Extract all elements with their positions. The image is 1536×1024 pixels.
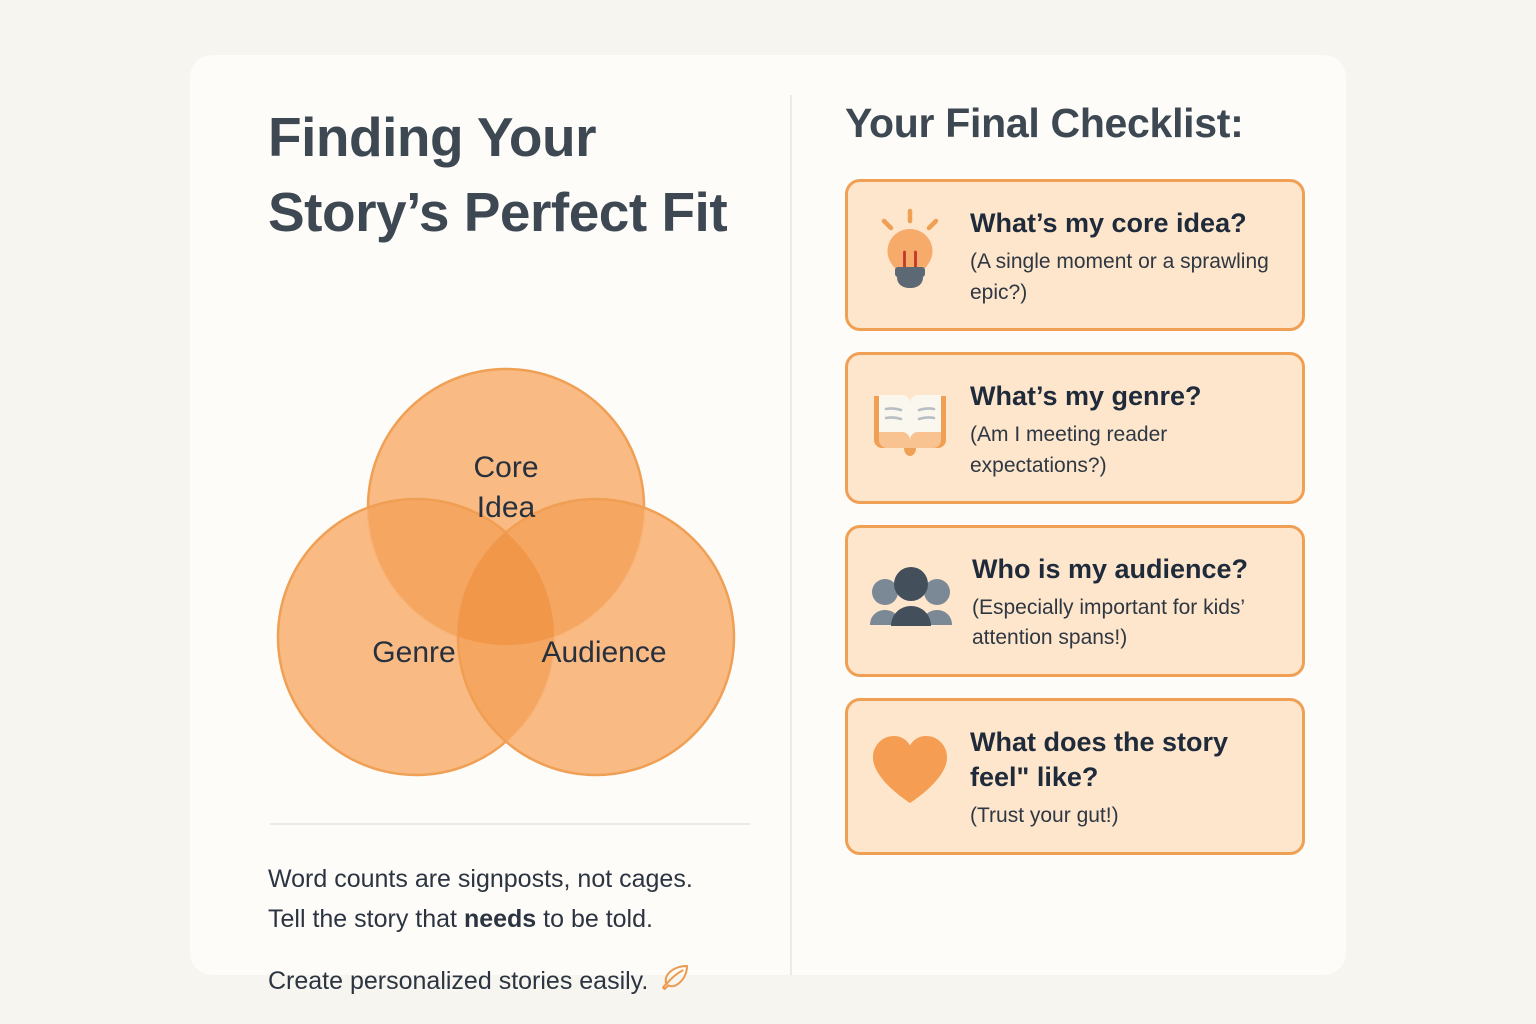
venn-label-core-idea-line2: Idea — [477, 491, 536, 524]
card-text: What’s my core idea? (A single moment or… — [970, 202, 1280, 308]
card-text: Who is my audience? (Especially importan… — [972, 548, 1280, 654]
open-book-icon — [868, 375, 952, 467]
blurb-line-2-part1: Tell the story that — [268, 904, 464, 933]
blurb-cta: Create personalized stories easily. — [268, 961, 788, 1002]
blurb-line-2: Tell the story that needs to be told. — [268, 900, 788, 940]
blurb-line-2-emphasis: needs — [463, 904, 537, 933]
checklist-card-feel[interactable]: What does the story feel" like? (Trust y… — [845, 697, 1305, 855]
card-heading: What’s my genre? — [970, 380, 1202, 411]
venn-diagram: Core Idea Genre Audience — [266, 362, 746, 782]
venn-label-audience: Audience — [541, 636, 666, 669]
blurb-cta-label: Create personalized stories easily. — [268, 967, 649, 995]
blurb-line-1: Word counts are signposts, not cages. — [268, 865, 693, 893]
venn-label-core-idea-line1: Core — [473, 451, 538, 484]
blurb-line-2-part2: to be told. — [536, 904, 653, 933]
venn-overlap-genre-audience — [458, 499, 554, 775]
card-text: What does the story feel" like? (Trust y… — [970, 721, 1280, 832]
heart-icon — [868, 721, 952, 813]
people-group-icon — [868, 548, 954, 640]
card-heading: Who is my audience? — [972, 553, 1249, 584]
card-subtext: (Especially important for kids’ attentio… — [972, 596, 1245, 650]
checklist-card-genre[interactable]: What’s my genre? (Am I meeting reader ex… — [845, 351, 1305, 504]
checklist-title: Your Final Checklist: — [845, 100, 1244, 146]
card-heading: What does the story feel" like? — [970, 726, 1229, 792]
column-divider — [790, 95, 792, 975]
card-subtext: (Am I meeting reader expectations?) — [970, 423, 1168, 477]
venn-svg: Core Idea Genre Audience — [276, 367, 736, 777]
card-text: What’s my genre? (Am I meeting reader ex… — [970, 375, 1280, 481]
blurb-block: Word counts are signposts, not cages. Te… — [268, 860, 788, 1002]
checklist-card-core-idea[interactable]: What’s my core idea? (A single moment or… — [845, 179, 1305, 331]
infographic-panel: Finding Your Story’s Perfect Fit — [190, 55, 1346, 995]
right-column: Your Final Checklist: What’s my core ide… — [845, 100, 1305, 876]
card-subtext: (A single moment or a sprawling epic?) — [970, 250, 1269, 304]
feather-quill-icon — [658, 961, 692, 1002]
checklist-card-audience[interactable]: Who is my audience? (Especially importan… — [845, 524, 1305, 677]
left-column: Finding Your Story’s Perfect Fit — [266, 100, 828, 995]
venn-overlap-center — [458, 499, 554, 645]
venn-label-genre: Genre — [372, 636, 455, 669]
card-subtext: (Trust your gut!) — [970, 804, 1119, 828]
section-divider — [270, 823, 750, 825]
card-heading: What’s my core idea? — [970, 208, 1247, 238]
page-title: Finding Your Story’s Perfect Fit — [268, 106, 728, 244]
lightbulb-icon — [868, 202, 952, 294]
